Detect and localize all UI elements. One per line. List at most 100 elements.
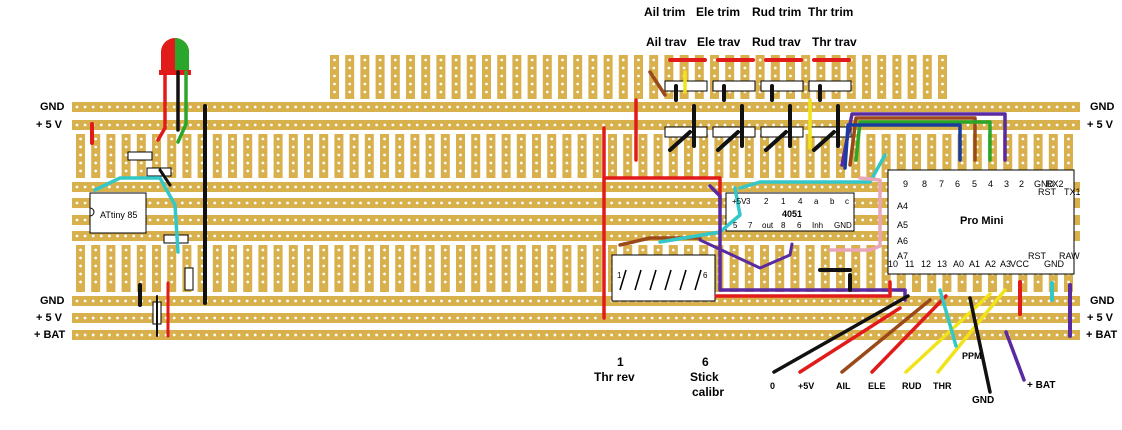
strip-hole	[443, 161, 447, 165]
strip-hole	[474, 264, 478, 268]
strip-hole	[808, 153, 812, 157]
strip-hole	[399, 316, 403, 320]
strip-hole	[79, 256, 82, 260]
strip-hole	[215, 256, 219, 260]
strip-hole	[278, 185, 281, 189]
strip-hole	[342, 105, 346, 109]
strip-hole	[428, 280, 432, 284]
lead-ele	[870, 294, 948, 374]
strip-hole	[94, 145, 98, 149]
strip-hole	[261, 248, 265, 252]
strip-hole	[869, 234, 873, 238]
strip-hole	[352, 256, 356, 260]
strip-hole	[229, 316, 233, 320]
strip-hole	[310, 333, 314, 337]
mux-bpin-1: 7	[748, 221, 753, 230]
strip-hole	[585, 299, 589, 303]
strip-hole	[480, 316, 484, 320]
strip-hole	[675, 185, 678, 189]
strip-hole	[602, 105, 605, 109]
strip-hole	[363, 66, 367, 70]
strip-hole	[561, 74, 564, 78]
strip-hole	[715, 185, 719, 189]
strip-hole	[245, 201, 249, 205]
strip-hole	[310, 299, 314, 303]
strip-hole	[489, 169, 493, 173]
strip-hole	[124, 272, 128, 276]
strip-hole	[504, 272, 508, 276]
strip-hole	[413, 264, 417, 268]
strip-hole	[200, 161, 204, 165]
strip-hole	[399, 105, 403, 109]
strip-hole	[83, 123, 87, 127]
strip-hole	[383, 105, 387, 109]
strip-hole	[200, 248, 204, 252]
strip-hole	[500, 82, 504, 86]
strip-hole	[652, 82, 656, 86]
pm-bot-10: GND	[1044, 259, 1064, 269]
left-5v-top: + 5 V	[36, 119, 62, 131]
strip-hole	[500, 90, 504, 94]
strip-hole	[456, 201, 460, 205]
strip-hole	[237, 299, 241, 303]
strip-hole	[513, 316, 516, 320]
strip-hole	[294, 201, 298, 205]
strip-hole	[367, 256, 371, 260]
strip-hole	[585, 105, 589, 109]
strip-hole	[337, 248, 341, 252]
strip-hole	[519, 161, 523, 165]
copper-rail	[72, 296, 1080, 306]
strip-hole	[326, 105, 330, 109]
strip-hole	[229, 299, 233, 303]
strip-hole	[537, 316, 541, 320]
strip-hole	[500, 66, 504, 70]
strip-hole	[99, 105, 103, 109]
strip-hole	[893, 105, 897, 109]
strip-hole	[139, 264, 143, 268]
strip-hole	[702, 161, 706, 165]
strip-hole	[399, 201, 403, 205]
strip-hole	[363, 90, 367, 94]
copper-strip-low	[881, 245, 891, 292]
strip-hole	[334, 123, 338, 127]
strip-hole	[732, 264, 736, 268]
strip-hole	[1006, 145, 1010, 149]
strip-hole	[276, 145, 280, 149]
strip-hole	[930, 161, 934, 165]
copper-strip-low	[349, 245, 359, 292]
strip-hole	[675, 333, 678, 337]
strip-hole	[713, 66, 716, 70]
strip-hole	[367, 153, 371, 157]
strip-hole	[569, 218, 573, 222]
strip-hole	[626, 333, 630, 337]
strip-hole	[359, 201, 362, 205]
strip-hole	[853, 299, 856, 303]
strip-hole	[611, 137, 614, 141]
strip-hole	[865, 90, 868, 94]
strip-hole	[1051, 137, 1055, 141]
strip-hole	[780, 234, 784, 238]
strip-hole	[991, 153, 994, 157]
strip-hole	[707, 201, 711, 205]
strip-hole	[485, 58, 488, 62]
strip-hole	[763, 256, 766, 260]
strip-hole	[626, 153, 630, 157]
strip-hole	[504, 256, 508, 260]
strip-hole	[758, 66, 762, 70]
strip-hole	[565, 264, 569, 268]
strip-hole	[359, 218, 362, 222]
strip-hole	[853, 105, 856, 109]
copper-strip-low	[790, 245, 800, 292]
strip-hole	[286, 333, 289, 337]
strip-hole	[880, 90, 884, 94]
strip-hole	[723, 333, 727, 337]
strip-hole	[261, 185, 265, 189]
strip-hole	[839, 264, 842, 268]
strip-hole	[246, 145, 250, 149]
strip-hole	[124, 316, 127, 320]
strip-hole	[79, 280, 82, 284]
strip-hole	[793, 280, 797, 284]
strip-hole	[439, 66, 443, 70]
strip-hole	[675, 218, 678, 222]
strip-hole	[553, 316, 557, 320]
